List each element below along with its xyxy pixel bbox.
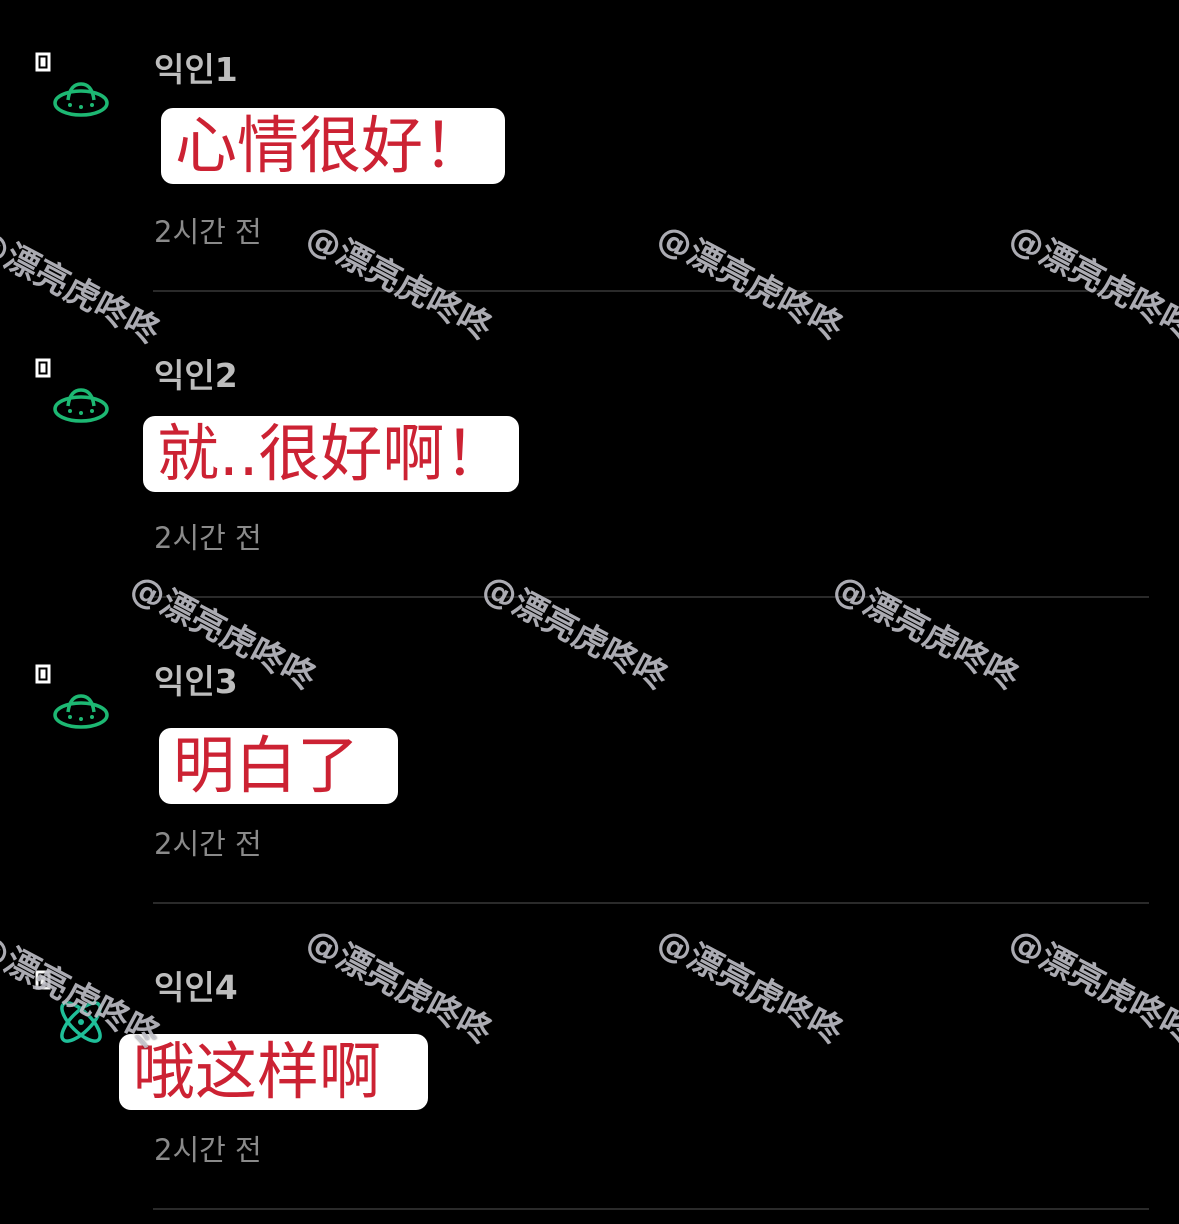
atom-icon <box>60 1001 102 1043</box>
comment-item: 익인3 明白了 2시간 전 <box>0 612 1179 918</box>
comment-text-bubble: 哦这样啊 <box>119 1034 428 1110</box>
comment-text: 哦这样啊 <box>133 1035 382 1108</box>
comment-item: 익인4 哦这样啊 2시간 전 <box>0 918 1179 1224</box>
badge-icon <box>35 52 51 72</box>
comment-time: 2시간 전 <box>154 521 262 555</box>
badge-icon <box>35 358 51 378</box>
comment-divider <box>153 902 1149 904</box>
ufo-icon <box>53 388 109 423</box>
ufo-icon <box>53 694 109 729</box>
comment-divider <box>153 1208 1149 1210</box>
comment-item: 익인2 就..很好啊！ 2시간 전 <box>0 306 1179 612</box>
comment-divider <box>153 290 1149 292</box>
comment-author[interactable]: 익인3 <box>154 662 238 701</box>
comment-text: 明白了 <box>173 729 360 802</box>
comment-text-bubble: 明白了 <box>159 728 398 804</box>
comment-time: 2시간 전 <box>154 1133 262 1167</box>
comment-time: 2시간 전 <box>154 827 262 861</box>
comment-divider <box>153 596 1149 598</box>
comment-author[interactable]: 익인1 <box>154 50 238 89</box>
comment-text: 心情很好！ <box>175 109 486 182</box>
comment-item: 익인1 心情很好！ 2시간 전 <box>0 0 1179 306</box>
comment-text: 就..很好啊！ <box>157 417 507 490</box>
ufo-icon <box>53 82 109 117</box>
comment-text-bubble: 就..很好啊！ <box>143 416 519 492</box>
badge-icon <box>35 970 51 990</box>
badge-icon <box>35 664 51 684</box>
comment-time: 2시간 전 <box>154 215 262 249</box>
comment-author[interactable]: 익인4 <box>154 968 238 1007</box>
comment-text-bubble: 心情很好！ <box>161 108 505 184</box>
comment-author[interactable]: 익인2 <box>154 356 238 395</box>
